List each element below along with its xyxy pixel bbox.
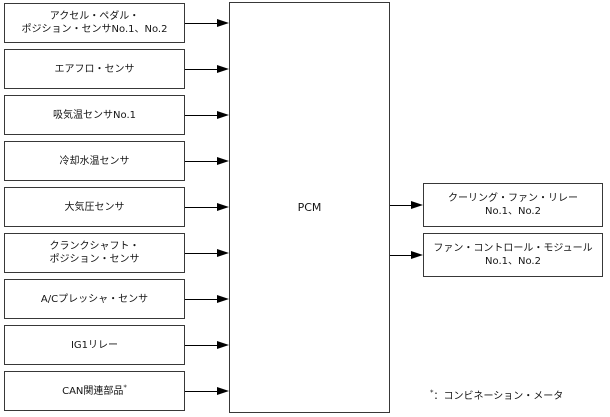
arrow-shaft	[185, 206, 219, 208]
arrow-shaft	[185, 114, 219, 116]
input-label-text: アクセル・ペダル・	[49, 11, 140, 22]
pcm-box: PCM	[229, 2, 390, 413]
arrow-input-9	[185, 386, 229, 396]
input-box-coolant-temp-sensor: 冷却水温センサ	[4, 141, 185, 181]
input-label-line: 吸気温センサNo.1	[53, 109, 136, 122]
input-label-text: 冷却水温センサ	[59, 155, 130, 167]
footnote-text: ：コンビネーション・メータ	[433, 391, 564, 402]
output-box-fan-control-module: ファン・コントロール・モジュール No.1、No.2	[423, 233, 603, 277]
input-label-line: 冷却水温センサ	[60, 155, 130, 168]
input-box-can-related-parts: CAN関連部品*	[4, 371, 185, 411]
arrowhead-icon	[217, 203, 229, 211]
footnote-marker: *	[430, 388, 434, 397]
arrowhead-icon	[217, 249, 229, 257]
arrow-input-5	[185, 202, 229, 212]
arrow-input-6	[185, 248, 229, 258]
input-label-text: エアフロ・センサ	[54, 63, 135, 75]
output-box-cooling-fan-relay: クーリング・ファン・リレー No.1、No.2	[423, 183, 603, 227]
input-box-accel-pedal-position-sensor: アクセル・ペダル・ ポジション・センサNo.1、No.2	[4, 3, 185, 43]
arrow-shaft	[185, 252, 219, 254]
input-label-line: アクセル・ペダル・	[50, 10, 140, 23]
arrow-input-7	[185, 294, 229, 304]
input-label-line: クランクシャフト・	[50, 240, 140, 253]
arrowhead-icon	[411, 251, 423, 259]
input-label-line: A/Cプレッシャ・センサ	[41, 293, 148, 306]
arrow-input-8	[185, 340, 229, 350]
pcm-label: PCM	[297, 201, 322, 214]
output-label-line: No.1、No.2	[485, 256, 541, 267]
input-box-crankshaft-position-sensor: クランクシャフト・ ポジション・センサ	[4, 233, 185, 273]
arrow-shaft	[390, 254, 413, 256]
arrow-shaft	[185, 298, 219, 300]
input-label-text: CAN関連部品	[62, 385, 124, 397]
input-box-ac-pressure-sensor: A/Cプレッシャ・センサ	[4, 279, 185, 319]
input-label-text: クランクシャフト・	[49, 241, 140, 252]
arrow-output-1	[390, 200, 423, 210]
arrow-input-3	[185, 110, 229, 120]
input-label-line: 大気圧センサ	[65, 201, 125, 214]
arrow-shaft	[390, 204, 413, 206]
arrowhead-icon	[217, 341, 229, 349]
arrowhead-icon	[217, 111, 229, 119]
input-box-intake-air-temp-sensor: 吸気温センサNo.1	[4, 95, 185, 135]
input-label-line: CAN関連部品*	[62, 383, 127, 398]
arrowhead-icon	[411, 201, 423, 209]
arrow-input-4	[185, 156, 229, 166]
arrow-shaft	[185, 390, 219, 392]
output-label-line: クーリング・ファン・リレー	[448, 193, 578, 204]
arrow-input-1	[185, 18, 229, 28]
arrowhead-icon	[217, 19, 229, 27]
input-label-text: A/Cプレッシャ・センサ	[40, 293, 149, 305]
input-label-line: エアフロ・センサ	[55, 63, 135, 76]
input-box-airflow-sensor: エアフロ・センサ	[4, 49, 185, 89]
arrowhead-icon	[217, 295, 229, 303]
input-label-text: 吸気温センサNo.1	[53, 109, 136, 121]
output-label-line: No.1、No.2	[485, 206, 541, 217]
arrow-shaft	[185, 160, 219, 162]
arrowhead-icon	[217, 65, 229, 73]
input-label-line: IG1リレー	[71, 339, 118, 352]
arrowhead-icon	[217, 157, 229, 165]
footnote-marker: *	[123, 383, 127, 392]
input-box-ig1-relay: IG1リレー	[4, 325, 185, 365]
input-label-text: IG1リレー	[70, 339, 119, 351]
footnote: *：コンビネーション・メータ	[430, 387, 563, 402]
arrow-shaft	[185, 68, 219, 70]
arrow-shaft	[185, 22, 219, 24]
arrow-output-2	[390, 250, 423, 260]
input-label-line: ポジション・センサNo.1、No.2	[21, 24, 168, 35]
output-label-line: ファン・コントロール・モジュール	[433, 243, 593, 254]
arrow-input-2	[185, 64, 229, 74]
input-box-barometric-pressure-sensor: 大気圧センサ	[4, 187, 185, 227]
arrow-shaft	[185, 344, 219, 346]
input-label-line: ポジション・センサ	[49, 254, 140, 265]
input-label-text: 大気圧センサ	[64, 201, 125, 213]
arrowhead-icon	[217, 387, 229, 395]
